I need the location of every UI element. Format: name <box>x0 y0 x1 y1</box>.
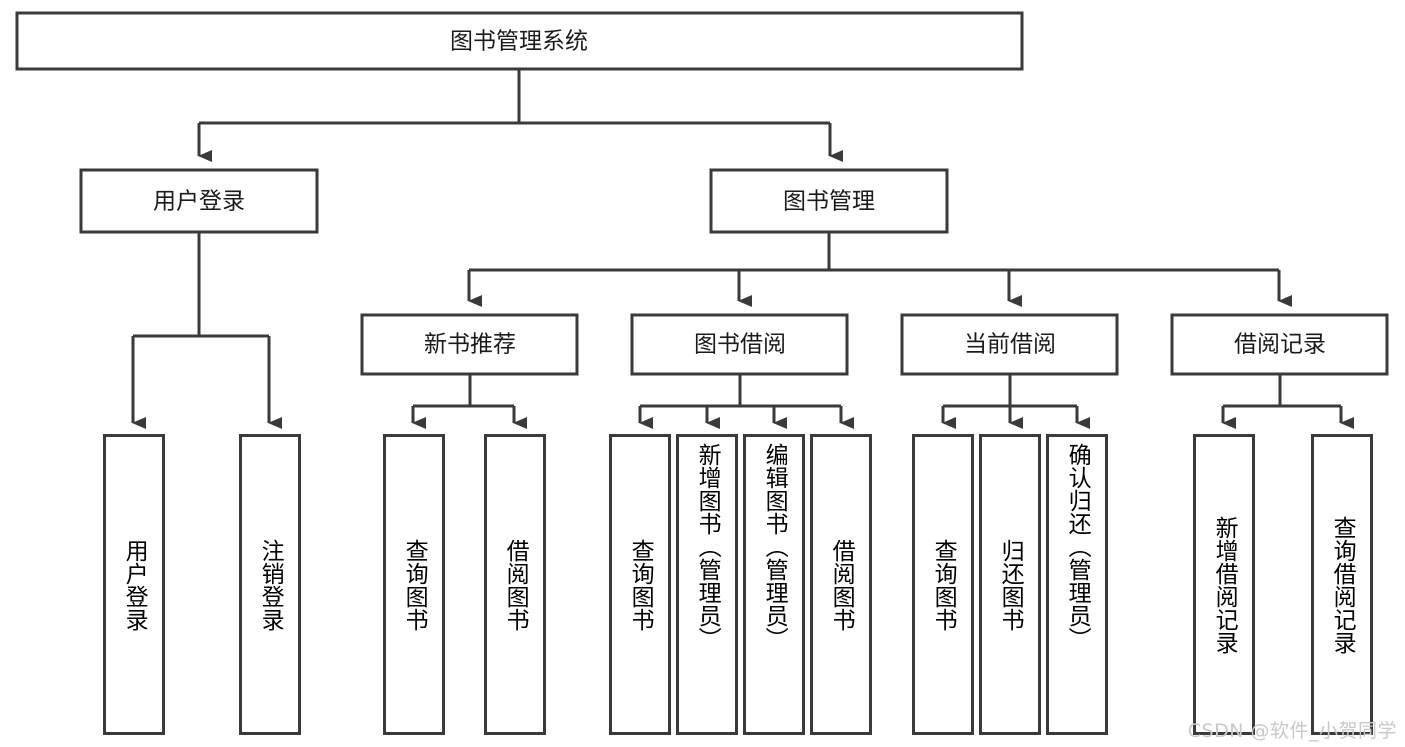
leaf-box-query-book-3[interactable]: 查询图书 <box>912 434 974 735</box>
node-book-manage-label: 图书管理 <box>783 189 875 215</box>
node-user-login-label: 用户登录 <box>153 189 245 215</box>
node-borrow-record-box[interactable] <box>1170 313 1389 376</box>
leaf-box-add-record[interactable]: 新增借阅记录 <box>1193 434 1255 735</box>
leaf-box-borrow-book-1[interactable]: 借阅图书 <box>484 434 546 735</box>
leaf-box-query-book-1[interactable]: 查询图书 <box>383 434 445 735</box>
leaf-box-logout[interactable]: 注销登录 <box>239 434 301 735</box>
leaf-label-query-book-1: 查询图书 <box>401 538 428 631</box>
node-root-box[interactable] <box>15 11 1024 71</box>
leaf-label-add-record: 新增借阅记录 <box>1211 515 1238 654</box>
node-current-borrow-box[interactable] <box>900 313 1119 376</box>
node-current-borrow-label: 当前借阅 <box>964 332 1056 358</box>
node-new-book-rec-label: 新书推荐 <box>424 332 516 358</box>
node-new-book-rec-box[interactable] <box>360 313 579 376</box>
leaf-label-query-book-3: 查询图书 <box>930 538 957 631</box>
leaf-label-edit-book: 编辑图书（管理员） <box>761 443 788 650</box>
leaf-label-query-record: 查询借阅记录 <box>1329 515 1356 654</box>
leaf-label-return-book: 归还图书 <box>997 538 1024 631</box>
leaf-label-query-book-2: 查询图书 <box>627 538 654 631</box>
leaf-label-user-login: 用户登录 <box>121 538 148 631</box>
leaf-box-query-book-2[interactable]: 查询图书 <box>609 434 671 735</box>
leaf-label-borrow-book-1: 借阅图书 <box>502 538 529 631</box>
node-book-borrow-label: 图书借阅 <box>694 332 786 358</box>
leaf-box-add-book[interactable]: 新增图书（管理员） <box>676 434 738 735</box>
leaf-label-confirm-return: 确认归还（管理员） <box>1064 443 1091 650</box>
node-borrow-record-label: 借阅记录 <box>1234 332 1326 358</box>
leaf-box-user-login[interactable]: 用户登录 <box>103 434 165 735</box>
leaf-box-query-record[interactable]: 查询借阅记录 <box>1311 434 1373 735</box>
node-book-borrow-box[interactable] <box>630 313 849 376</box>
leaf-box-confirm-return[interactable]: 确认归还（管理员） <box>1046 434 1108 735</box>
leaf-box-borrow-book-2[interactable]: 借阅图书 <box>810 434 872 735</box>
node-root-label: 图书管理系统 <box>450 29 588 55</box>
leaf-label-add-book: 新增图书（管理员） <box>694 443 721 650</box>
leaf-label-borrow-book-2: 借阅图书 <box>828 538 855 631</box>
leaf-label-logout: 注销登录 <box>257 538 284 631</box>
watermark-text: CSDN @软件_小贺同学 <box>1187 720 1397 742</box>
leaf-box-edit-book[interactable]: 编辑图书（管理员） <box>743 434 805 735</box>
leaf-box-return-book[interactable]: 归还图书 <box>979 434 1041 735</box>
node-user-login-box[interactable] <box>79 168 319 234</box>
